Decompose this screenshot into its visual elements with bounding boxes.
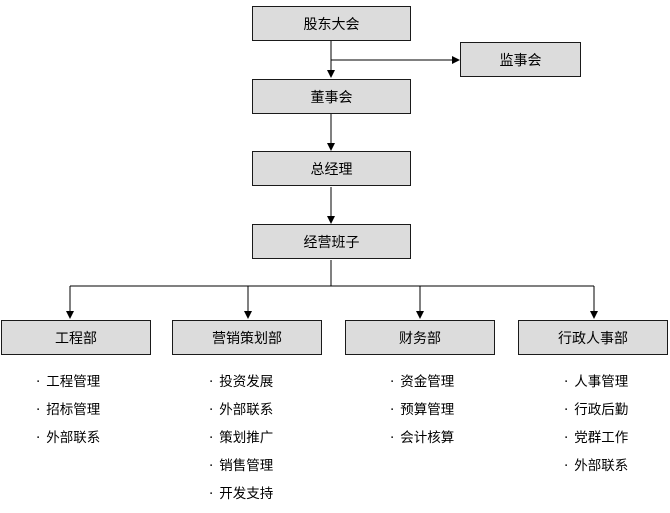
duty-item: 外部联系 bbox=[564, 457, 628, 485]
duty-item: 预算管理 bbox=[390, 401, 454, 429]
node-supervisors: 监事会 bbox=[460, 42, 581, 77]
node-general-manager: 总经理 bbox=[252, 151, 411, 186]
duty-item: 行政后勤 bbox=[564, 401, 628, 429]
duty-item: 投资发展 bbox=[209, 373, 273, 401]
dept-hr-admin: 行政人事部 bbox=[518, 320, 668, 355]
duty-item: 资金管理 bbox=[390, 373, 454, 401]
duty-item: 党群工作 bbox=[564, 429, 628, 457]
dept-finance: 财务部 bbox=[345, 320, 495, 355]
dept-marketing: 营销策划部 bbox=[172, 320, 322, 355]
duty-item: 外部联系 bbox=[36, 429, 100, 457]
duty-item: 外部联系 bbox=[209, 401, 273, 429]
duty-item: 人事管理 bbox=[564, 373, 628, 401]
duty-item: 策划推广 bbox=[209, 429, 273, 457]
duties-finance: 资金管理 预算管理 会计核算 bbox=[390, 373, 454, 457]
duties-engineering: 工程管理 招标管理 外部联系 bbox=[36, 373, 100, 457]
duty-item: 会计核算 bbox=[390, 429, 454, 457]
duty-item: 工程管理 bbox=[36, 373, 100, 401]
duty-item: 销售管理 bbox=[209, 457, 273, 485]
dept-engineering: 工程部 bbox=[1, 320, 151, 355]
org-chart-connectors bbox=[66, 41, 598, 319]
duties-marketing: 投资发展 外部联系 策划推广 销售管理 开发支持 bbox=[209, 373, 273, 513]
node-management-team: 经营班子 bbox=[252, 224, 411, 259]
duty-item: 招标管理 bbox=[36, 401, 100, 429]
node-shareholders: 股东大会 bbox=[252, 6, 411, 41]
duties-hr-admin: 人事管理 行政后勤 党群工作 外部联系 bbox=[564, 373, 628, 485]
duty-item: 开发支持 bbox=[209, 485, 273, 513]
node-board: 董事会 bbox=[252, 79, 411, 114]
